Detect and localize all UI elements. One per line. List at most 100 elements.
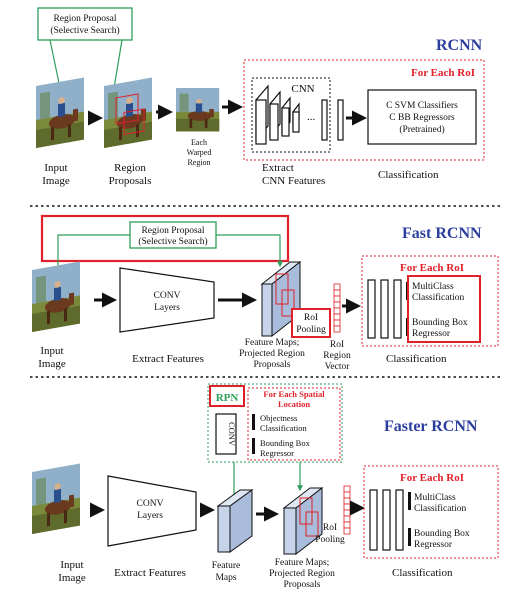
fast-extract-label: Extract Features (132, 353, 204, 365)
rcnn-extract-label-2: CNN Features (262, 175, 325, 187)
faster-green-connectors (233, 462, 300, 496)
fast-bbox-label-2: Regressor (412, 329, 451, 339)
rcnn-input-label-2: Image (42, 175, 70, 187)
fast-roi-pooling-label-2: Pooling (296, 325, 326, 335)
fast-input-image (32, 261, 80, 332)
rcnn-warped-label-2: Warped (187, 148, 212, 157)
rcnn-classifier-label-2: C BB Regressors (389, 113, 455, 123)
faster-input-label: Input (60, 559, 83, 571)
rcnn-cnn-label: CNN (291, 83, 314, 95)
fast-highlight-box (40, 214, 290, 263)
faster-rpn-bbox-label: Bounding Box (260, 438, 311, 448)
faster-rpn-outer-box (207, 383, 343, 463)
rcnn-classification-label: Classification (378, 169, 439, 181)
rcnn-proposals-label-2: Proposals (109, 175, 152, 187)
faster-bbox-label-2: Regressor (414, 540, 453, 550)
fast-rcnn-section: Fast RCNN Region Proposal (Selective Sea… (32, 214, 499, 372)
faster-projected-feature-map (282, 486, 324, 556)
fast-feature-maps-label-3: Proposals (254, 360, 291, 370)
rcnn-input-label: Input (44, 162, 67, 174)
faster-rcnn-section: Faster RCNN RPN For Each Spatial Locatio… (32, 383, 499, 590)
rcnn-region-proposal-box (37, 7, 133, 41)
faster-conv-label-2: Layers (137, 511, 163, 521)
fast-roi-pooling-box (291, 308, 331, 338)
rcnn-fc-layers (321, 99, 344, 141)
faster-rpn-conv-label: CONV (227, 422, 237, 447)
fast-roi-pooling-label: RoI (304, 313, 318, 323)
fast-conv-label: CONV (154, 291, 181, 301)
faster-for-each-roi-box (363, 465, 499, 559)
faster-bbox-label: Bounding Box (414, 529, 470, 539)
faster-rpn-highlight (209, 385, 245, 407)
rcnn-region-proposal-label: Region Proposal (53, 14, 116, 24)
fast-bbox-label: Bounding Box (412, 318, 468, 328)
rcnn-region-proposal-label-2: (Selective Search) (50, 25, 119, 36)
faster-rpn-bbox-marker (252, 438, 255, 454)
faster-spatial-label-2: Location (278, 399, 310, 409)
fast-roi-vector (333, 283, 341, 333)
faster-feature-map (216, 489, 254, 553)
fast-feature-maps-label: Feature Maps; (245, 338, 300, 348)
faster-spatial-label: For Each Spatial (263, 389, 325, 399)
fast-green-connector (57, 234, 280, 268)
faster-roi-vector (343, 485, 351, 535)
rcnn-title: RCNN (436, 37, 483, 54)
fast-conv-layers (119, 267, 215, 333)
rcnn-warped-label: Each (191, 138, 207, 147)
rcnn-classifier-label: C SVM Classifiers (386, 100, 458, 111)
faster-projected-label-2: Projected Region (269, 569, 335, 579)
fast-feature-maps-label-2: Projected Region (239, 349, 305, 359)
faster-feature-maps-label-2: Maps (215, 573, 236, 583)
fast-classification-label: Classification (386, 353, 447, 365)
fast-region-proposal-label: Region Proposal (141, 226, 204, 236)
rcnn-section: RCNN Region Proposal (Selective Search) … (36, 7, 485, 187)
faster-classification-label: Classification (392, 567, 453, 579)
faster-roi-pooling-label-2: Pooling (315, 535, 345, 545)
fast-rcnn-title: Fast RCNN (402, 225, 482, 242)
faster-projected-label: Feature Maps; (275, 558, 330, 568)
fast-multiclass-label: MultiClass (412, 282, 454, 292)
rcnn-proposals-label: Region (114, 162, 146, 174)
faster-roi-pooling-label: RoI (323, 523, 337, 533)
fast-region-proposal-box (129, 221, 217, 249)
faster-rpn-label: RPN (216, 392, 239, 404)
faster-rpn-bbox-label-2: Regressor (260, 448, 294, 458)
faster-objectness-label: Objectness (260, 413, 297, 423)
fast-conv-label-2: Layers (154, 303, 180, 313)
fast-for-each-roi-box (361, 255, 499, 347)
rcnn-warped-label-3: Region (187, 158, 210, 167)
rcnn-cnn-dots: ... (307, 111, 316, 123)
faster-input-label-2: Image (58, 572, 86, 584)
rcnn-warped-region-image (176, 88, 220, 132)
faster-multiclass-label-2: Classification (414, 503, 466, 514)
faster-rpn-conv-box (215, 413, 237, 455)
fast-roi-vector-label-3: Vector (325, 362, 351, 372)
faster-multiclass-marker (408, 492, 411, 510)
faster-fc-layers (369, 489, 404, 551)
rcnn-classifier-box (367, 89, 477, 145)
faster-bbox-marker (408, 528, 411, 546)
faster-objectness-label-2: Classification (260, 423, 307, 433)
fast-region-proposal-label-2: (Selective Search) (138, 236, 207, 247)
rcnn-input-image (36, 77, 84, 148)
rcnn-extract-label: Extract (262, 162, 294, 174)
faster-projected-label-3: Proposals (284, 580, 321, 590)
rcnn-for-each-roi-label: For Each RoI (411, 67, 475, 79)
faster-input-image (32, 463, 80, 534)
faster-multiclass-label: MultiClass (414, 493, 456, 503)
fast-roi-vector-label: RoI (330, 340, 344, 350)
rcnn-classifier-label-3: (Pretrained) (399, 124, 444, 135)
faster-spatial-box (247, 387, 341, 461)
faster-conv-label: CONV (137, 499, 164, 509)
rcnn-cnn-layers (255, 84, 300, 145)
fast-input-label-2: Image (38, 358, 66, 370)
rcnn-green-connector (49, 39, 123, 89)
fast-roi-vector-label-2: Region (323, 351, 351, 361)
faster-extract-label: Extract Features (114, 567, 186, 579)
faster-objectness-marker (252, 414, 255, 430)
fast-input-label: Input (40, 345, 63, 357)
rcnn-for-each-roi-box (243, 59, 485, 161)
faster-rcnn-title: Faster RCNN (384, 418, 478, 435)
faster-feature-maps-label: Feature (212, 561, 241, 571)
